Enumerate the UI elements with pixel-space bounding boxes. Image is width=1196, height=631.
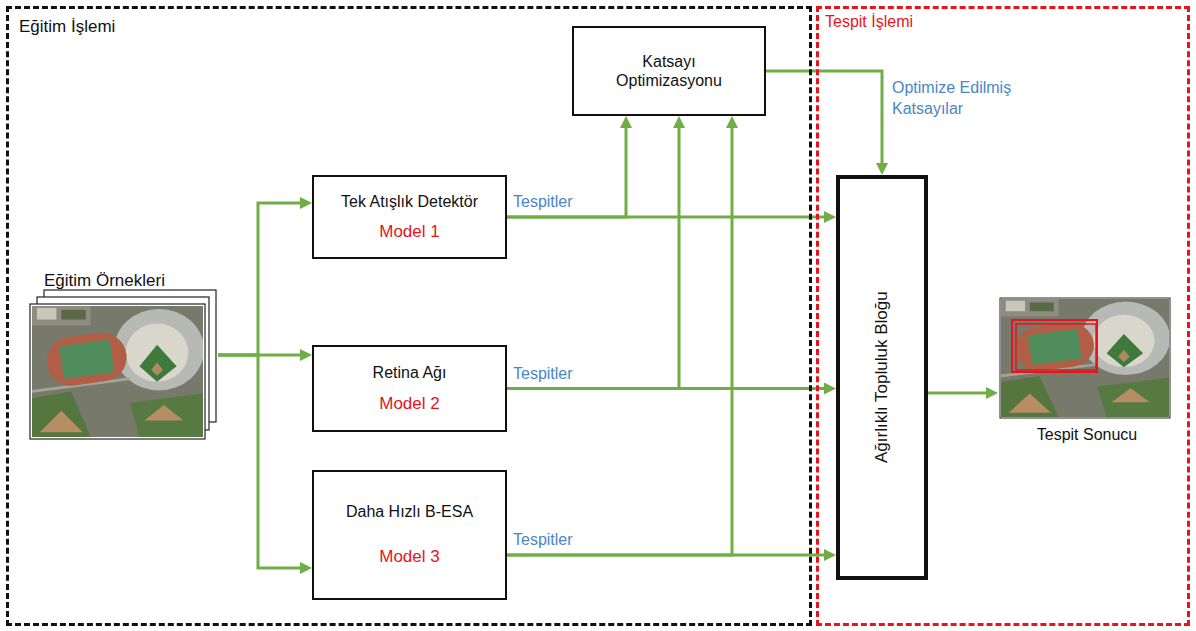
edge-label: Tespitler: [513, 364, 573, 385]
connector-arrow: [928, 392, 992, 395]
node-label: Ağırlıklı Topluluk Bloğu: [872, 292, 892, 464]
node-label: Katsayı Optimizasyonu: [594, 52, 744, 90]
connector-arrow: [218, 355, 306, 568]
model-box: Daha Hızlı B-ESA Model 3: [312, 470, 507, 600]
connector-arrow: [507, 122, 626, 217]
node-label: Tespit İşlemi: [825, 12, 913, 31]
model-box: Retina AğıModel 2: [312, 345, 507, 432]
connector-arrow: [766, 71, 882, 169]
connector-arrow: [507, 554, 830, 557]
edge-label-holder: Tespitler: [513, 530, 603, 551]
edge-label: Tespitler: [513, 530, 573, 551]
result-image: [1000, 298, 1170, 418]
connector-arrow: [507, 387, 830, 390]
node-label: Retina Ağı: [373, 363, 447, 382]
node-label: Daha Hızlı B-ESA: [346, 502, 473, 521]
ensemble-block: Ağırlıklı Topluluk Bloğu: [836, 175, 928, 580]
process-box: Katsayı Optimizasyonu: [572, 26, 766, 116]
connector-arrow: [507, 122, 679, 389]
model-box: Tek Atışlık DetektörModel 1: [312, 175, 507, 259]
image-node: Eğitim Örnekleri: [28, 268, 218, 442]
edge-label-holder: Tespitler: [513, 364, 603, 385]
model-label: Model 3: [379, 547, 439, 567]
connector-arrow: [507, 216, 830, 219]
connector-arrow: [218, 203, 306, 355]
training-image-stack: [30, 290, 216, 439]
edge-label: Optimize Edilmiş Katsayılar: [892, 78, 1032, 120]
model-label: Model 1: [379, 222, 439, 242]
edge-label-holder: Optimize Edilmiş Katsayılar: [892, 78, 1032, 120]
node-label: Eğitim Örnekleri: [44, 271, 165, 291]
process-region: Eğitim İşlemiEğitim Örnekleri Katsayı Opt…: [6, 6, 812, 626]
node-label: Eğitim İşlemi: [19, 17, 115, 37]
edge-label-holder: Tespitler: [513, 192, 603, 213]
node-label: Tespit Sonucu: [1037, 425, 1138, 444]
edge-label: Tespitler: [513, 192, 573, 213]
connector-arrow: [507, 122, 732, 555]
model-label: Model 2: [379, 394, 439, 414]
node-label: Tek Atışlık Detektör: [341, 192, 478, 211]
image-node: Tespit Sonucu: [998, 294, 1176, 446]
